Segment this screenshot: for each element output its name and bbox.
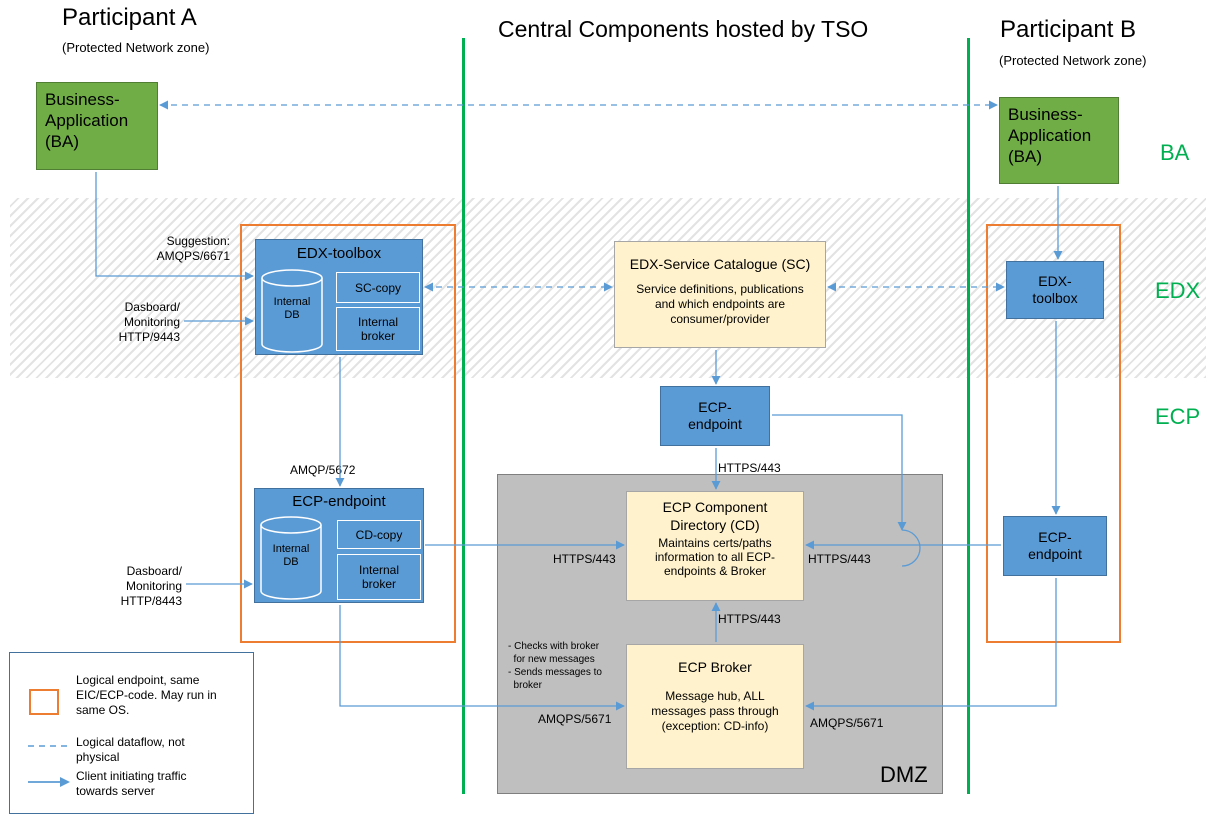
sc-title: EDX-Service Catalogue (SC) (629, 256, 811, 272)
participant-a-edx-toolbox[interactable]: EDX-toolbox Internal DB SC-copy Internal… (255, 239, 423, 355)
ecp-component-directory[interactable]: ECP Component Directory (CD) Maintains c… (626, 491, 804, 601)
dmz-label: DMZ (880, 762, 928, 787)
broker-title: ECP Broker (678, 659, 752, 675)
participant-a-logical-endpoint (240, 224, 456, 643)
participant-b-business-application[interactable]: Business- Application (BA) (999, 97, 1119, 184)
participant-b-subtitle: (Protected Network zone) (999, 53, 1147, 68)
zone-label-ba: BA (1160, 140, 1190, 165)
zone-label-ecp: ECP (1155, 404, 1201, 429)
legend-arrow (28, 777, 70, 787)
separator-right (967, 38, 970, 794)
edx-toolbox-title: EDX-toolbox (296, 245, 382, 262)
internal-db-cylinder (260, 516, 322, 600)
legend: Logical endpoint, same EIC/ECP-code. May… (9, 652, 254, 814)
separator-left (462, 38, 465, 794)
participant-b-title: Participant B (1000, 16, 1137, 43)
ecp-endpoint-title: ECP-endpoint (292, 493, 386, 510)
https-right-label: HTTPS/443 (808, 552, 871, 566)
sc-copy-box[interactable]: SC-copy (336, 272, 420, 303)
cd-title: ECP Component Directory (CD) (662, 499, 768, 533)
participant-a-ecp-endpoint[interactable]: ECP-endpoint Internal DB CD-copy Interna… (254, 488, 424, 603)
zone-label-edx: EDX (1155, 278, 1201, 303)
legend-logical-endpoint: Logical endpoint, same EIC/ECP-code. May… (76, 673, 217, 717)
broker-description: Message hub, ALL messages pass through (… (651, 689, 779, 733)
suggestion-label: Suggestion: AMQPS/6671 (156, 234, 230, 263)
internal-db-cylinder (261, 269, 323, 353)
dashboard-ecp-label: Dasboard/ Monitoring HTTP/8443 (120, 564, 182, 608)
edx-service-catalogue[interactable]: EDX-Service Catalogue (SC) Service defin… (614, 241, 826, 348)
amqps-right-label: AMQPS/5671 (810, 716, 884, 730)
participant-a-subtitle: (Protected Network zone) (62, 40, 210, 55)
amqp-5672-label: AMQP/5672 (290, 463, 356, 477)
https-broker-label: HTTPS/443 (718, 612, 781, 626)
participant-b-logical-endpoint (986, 224, 1121, 643)
participant-b-edx-toolbox[interactable]: EDX- toolbox (1006, 261, 1104, 319)
flow-ecp-broker (772, 414, 907, 531)
central-title: Central Components hosted by TSO (498, 16, 869, 42)
broker-note: - Checks with broker for new messages - … (508, 641, 602, 691)
flow-ecpb-broker (805, 578, 1057, 711)
dashboard-edx-label: Dasboard/ Monitoring HTTP/9443 (118, 300, 180, 344)
cd-description: Maintains certs/paths information to all… (654, 536, 776, 578)
flow-baa-edx (95, 172, 254, 281)
internal-broker-box[interactable]: Internal broker (336, 307, 420, 351)
central-ecp-endpoint[interactable]: ECP- endpoint (660, 386, 770, 446)
legend-dashed-line (28, 745, 68, 747)
participant-a-business-application[interactable]: Business- Application (BA) (36, 82, 158, 170)
legend-orange-swatch (29, 689, 59, 715)
flow-ecpa-broker (339, 605, 625, 711)
participant-b-ecp-endpoint[interactable]: ECP- endpoint (1003, 516, 1107, 576)
legend-logical-dataflow: Logical dataflow, not physical (76, 735, 185, 764)
https-left-label: HTTPS/443 (553, 552, 616, 566)
internal-db-label: Internal DB (272, 543, 310, 568)
amqps-left-label: AMQPS/5671 (538, 712, 612, 726)
internal-broker-box[interactable]: Internal broker (337, 554, 421, 600)
ecp-broker[interactable]: ECP Broker Message hub, ALL messages pas… (626, 644, 804, 769)
legend-client-traffic: Client initiating traffic towards server (76, 769, 187, 798)
https-top-label: HTTPS/443 (718, 461, 781, 475)
sc-description: Service definitions, publications and wh… (636, 282, 804, 326)
flow-hop (901, 529, 921, 567)
participant-a-title: Participant A (62, 4, 197, 31)
internal-db-label: Internal DB (273, 296, 311, 321)
cd-copy-box[interactable]: CD-copy (337, 520, 421, 549)
